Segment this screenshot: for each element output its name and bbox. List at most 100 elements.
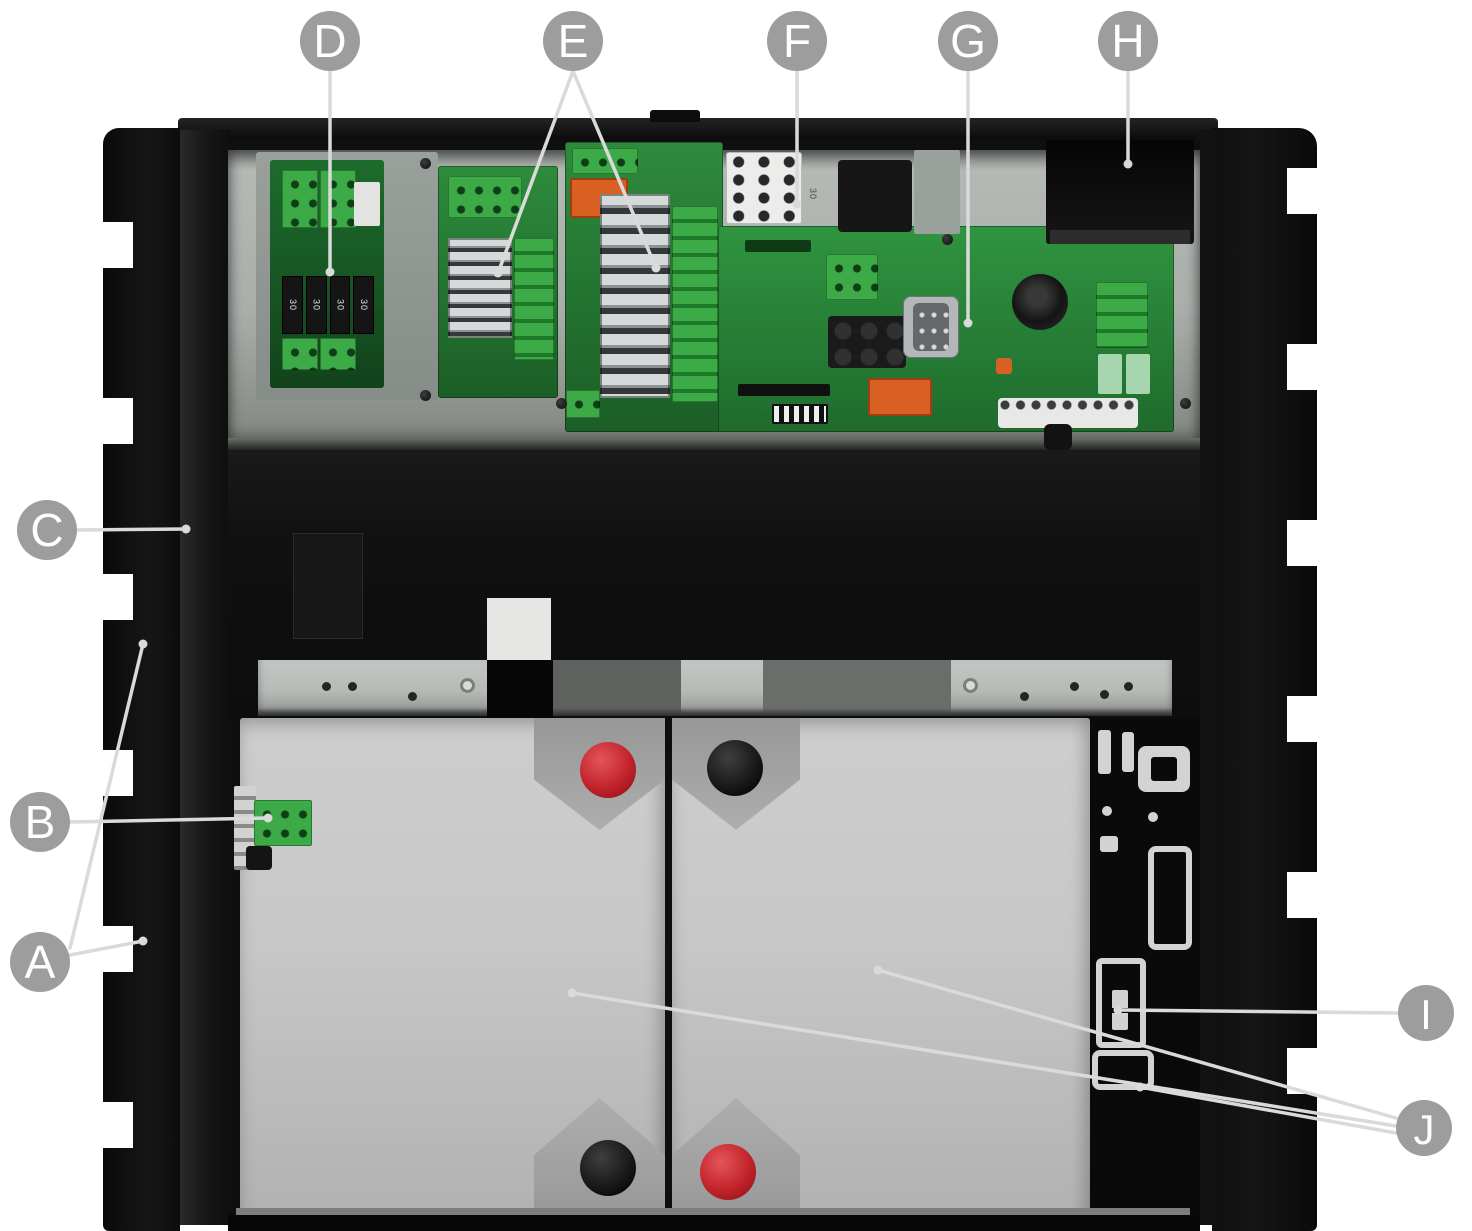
screw xyxy=(420,390,431,401)
rail-hole xyxy=(1100,690,1109,699)
electronics-bay-lip xyxy=(228,438,1200,450)
heatsink-pale-2 xyxy=(1126,354,1150,394)
vent-notch-left-6 xyxy=(103,1102,133,1148)
relay-board-terminal-bottom-1 xyxy=(282,338,318,370)
main-board-terminal-mid xyxy=(826,254,878,300)
callout-letter: J xyxy=(1414,1106,1435,1153)
fuse-board-2-top-connector xyxy=(572,148,638,174)
screw xyxy=(556,398,567,409)
leader-line xyxy=(1116,1008,1400,1015)
panel-port-hole xyxy=(1151,757,1177,781)
leader-endpoint-dot xyxy=(1123,159,1133,169)
right-side-wall xyxy=(1196,130,1216,1225)
panel-slot-2 xyxy=(1122,732,1134,772)
right-vent-rail xyxy=(1212,128,1317,1231)
callout-G: G xyxy=(938,11,998,328)
rail-hole xyxy=(1070,682,1079,691)
mid-bay-black-cutout xyxy=(487,660,553,718)
relay-label: 30 xyxy=(359,298,370,311)
capacitor-cluster xyxy=(828,316,906,368)
bracket-plate xyxy=(914,150,960,234)
db9-serial-connector xyxy=(903,296,959,358)
callout-letter: C xyxy=(30,504,63,556)
leader-line xyxy=(570,991,1398,1128)
battery-base-strip xyxy=(236,1208,1190,1215)
panel-square xyxy=(1100,836,1118,852)
panel-slot-1 xyxy=(1098,730,1111,774)
vent-notch-right-5 xyxy=(1287,872,1317,918)
rail-hole xyxy=(1020,692,1029,701)
rail-dark-segment-1 xyxy=(553,660,681,716)
relay-label: 30 xyxy=(287,298,298,311)
callout-circle xyxy=(1396,1100,1452,1156)
callout-F: F xyxy=(767,11,827,209)
rail-dark-segment-2 xyxy=(763,660,951,716)
leader-endpoint-dot xyxy=(651,263,661,273)
panel-dot-1 xyxy=(1102,806,1112,816)
orange-component xyxy=(868,378,932,416)
battery-left-black-terminal xyxy=(580,1140,636,1196)
callout-letter: A xyxy=(25,936,56,988)
fuse-board-2-fuse-bank xyxy=(600,194,670,398)
callout-circle xyxy=(10,792,70,852)
mid-bay-white-cutout xyxy=(487,598,551,660)
wire-bundle xyxy=(1044,424,1072,450)
callout-circle xyxy=(543,11,603,71)
callout-E: E xyxy=(493,11,661,278)
callout-circle xyxy=(1098,11,1158,71)
fuse-board-1-connector xyxy=(514,238,554,360)
leader-endpoint-dot xyxy=(1113,1005,1123,1015)
leader-line xyxy=(496,69,575,275)
leader-endpoint-dot xyxy=(963,318,973,328)
panel-port-plate xyxy=(1138,746,1190,792)
cabinet-bottom-edge xyxy=(228,1215,1200,1231)
leader-endpoint-dot xyxy=(873,965,883,975)
leader-endpoint-dot xyxy=(181,524,191,534)
callout-circle xyxy=(300,11,360,71)
callout-circle xyxy=(938,11,998,71)
small-white-relay xyxy=(354,182,380,226)
transformer-block xyxy=(838,160,912,232)
relay-block: 30 30 30 30 xyxy=(282,276,374,334)
left-side-wall xyxy=(180,130,230,1225)
reset-button xyxy=(996,358,1012,374)
relay-label: 30 xyxy=(311,298,322,311)
ic-strip xyxy=(745,240,811,252)
callout-letter: G xyxy=(950,15,986,67)
fuse-board-2-bottom-connector xyxy=(566,390,600,418)
leader-endpoint-dot xyxy=(493,268,503,278)
dip-switch xyxy=(772,404,828,424)
leader-line xyxy=(68,939,145,957)
callout-circle xyxy=(767,11,827,71)
leader-endpoint-dot xyxy=(138,936,148,946)
rail-hole xyxy=(322,682,331,691)
pin-header xyxy=(738,384,830,396)
screw xyxy=(1180,398,1191,409)
battery-left xyxy=(240,718,665,1225)
relay-4: 30 xyxy=(353,276,374,334)
callout-B: B xyxy=(10,792,273,852)
leader-line xyxy=(571,69,658,270)
vent-notch-left-2 xyxy=(103,398,133,444)
leader-endpoint-dot xyxy=(325,267,335,277)
vent-notch-left-1 xyxy=(103,222,133,268)
leader-line xyxy=(876,968,1398,1120)
panel-dot-2 xyxy=(1148,812,1158,822)
white-wire-connector xyxy=(998,398,1138,428)
relay-3: 30 xyxy=(329,276,351,334)
module-lip xyxy=(1050,230,1190,244)
vent-notch-right-4 xyxy=(1287,696,1317,742)
panel-large-cutout xyxy=(1148,846,1192,950)
leader-endpoint-dot xyxy=(792,199,802,209)
callout-circle xyxy=(1398,985,1454,1041)
leader-line xyxy=(75,527,188,532)
leader-endpoint-dot xyxy=(1135,1082,1145,1092)
relay-2: 30 xyxy=(305,276,327,334)
battery-connector-cable xyxy=(246,846,272,870)
relay-1: 30 xyxy=(282,276,303,334)
vent-notch-right-3 xyxy=(1287,520,1317,566)
fuse-board-2-connector xyxy=(672,206,718,402)
callout-J: J xyxy=(567,965,1452,1156)
relay-board-terminal-bottom-2 xyxy=(320,338,356,370)
